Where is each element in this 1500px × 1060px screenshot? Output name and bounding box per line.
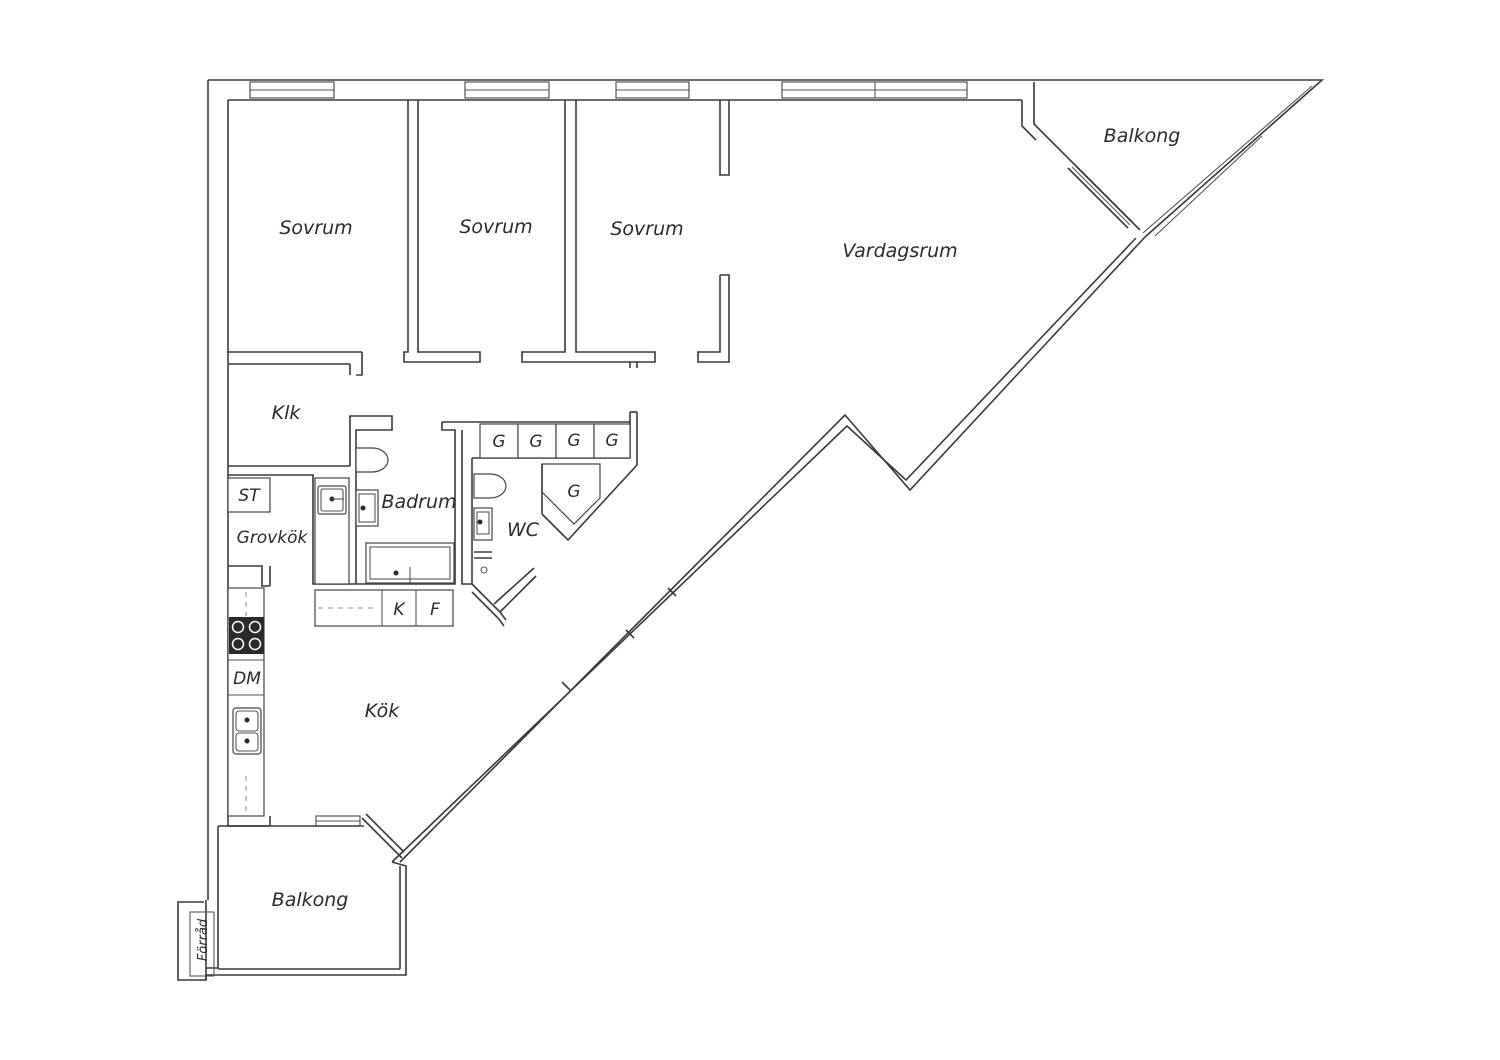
badrum-fixtures (355, 447, 455, 584)
outer-walls (207, 79, 1325, 900)
wc-fixtures (471, 473, 537, 627)
kf-counter (314, 589, 454, 627)
room-label-balkong-bottom: Balkong (272, 889, 349, 911)
room-label-kok: Kök (365, 700, 400, 722)
wardrobes (479, 423, 638, 542)
room-label-balkong-top: Balkong (1104, 125, 1181, 147)
room-label-grovkok: Grovkök (237, 528, 309, 548)
room-label-klk: Klk (272, 402, 302, 424)
fixture-label-f: F (430, 600, 440, 620)
fixture-label-g3: G (567, 431, 580, 451)
fixture-label-g2: G (529, 432, 542, 452)
kitchen-counter (227, 587, 265, 817)
room-label-wc: WC (507, 519, 540, 541)
fixture-label-st: ST (238, 486, 261, 506)
room-label-sovrum-2: Sovrum (459, 216, 532, 238)
fixture-label-dm: DM (233, 669, 261, 689)
room-label-vardagsrum: Vardagsrum (842, 240, 957, 262)
fixture-label-g1: G (492, 432, 505, 452)
room-label-sovrum-3: Sovrum (610, 218, 683, 240)
room-label-badrum: Badrum (381, 491, 456, 513)
fixture-label-g4: G (605, 431, 618, 451)
room-label-forrad: Förråd (196, 918, 211, 961)
fixture-labels: ST DM K F G G G G G (233, 431, 618, 689)
windows-top (249, 81, 968, 827)
room-label-sovrum-1: Sovrum (279, 217, 352, 239)
fixture-label-k: K (393, 600, 406, 620)
room-labels: Sovrum Sovrum Sovrum Vardagsrum Balkong … (196, 125, 1180, 961)
fixture-label-g5: G (567, 482, 580, 502)
grovkok-fixtures (227, 477, 350, 585)
